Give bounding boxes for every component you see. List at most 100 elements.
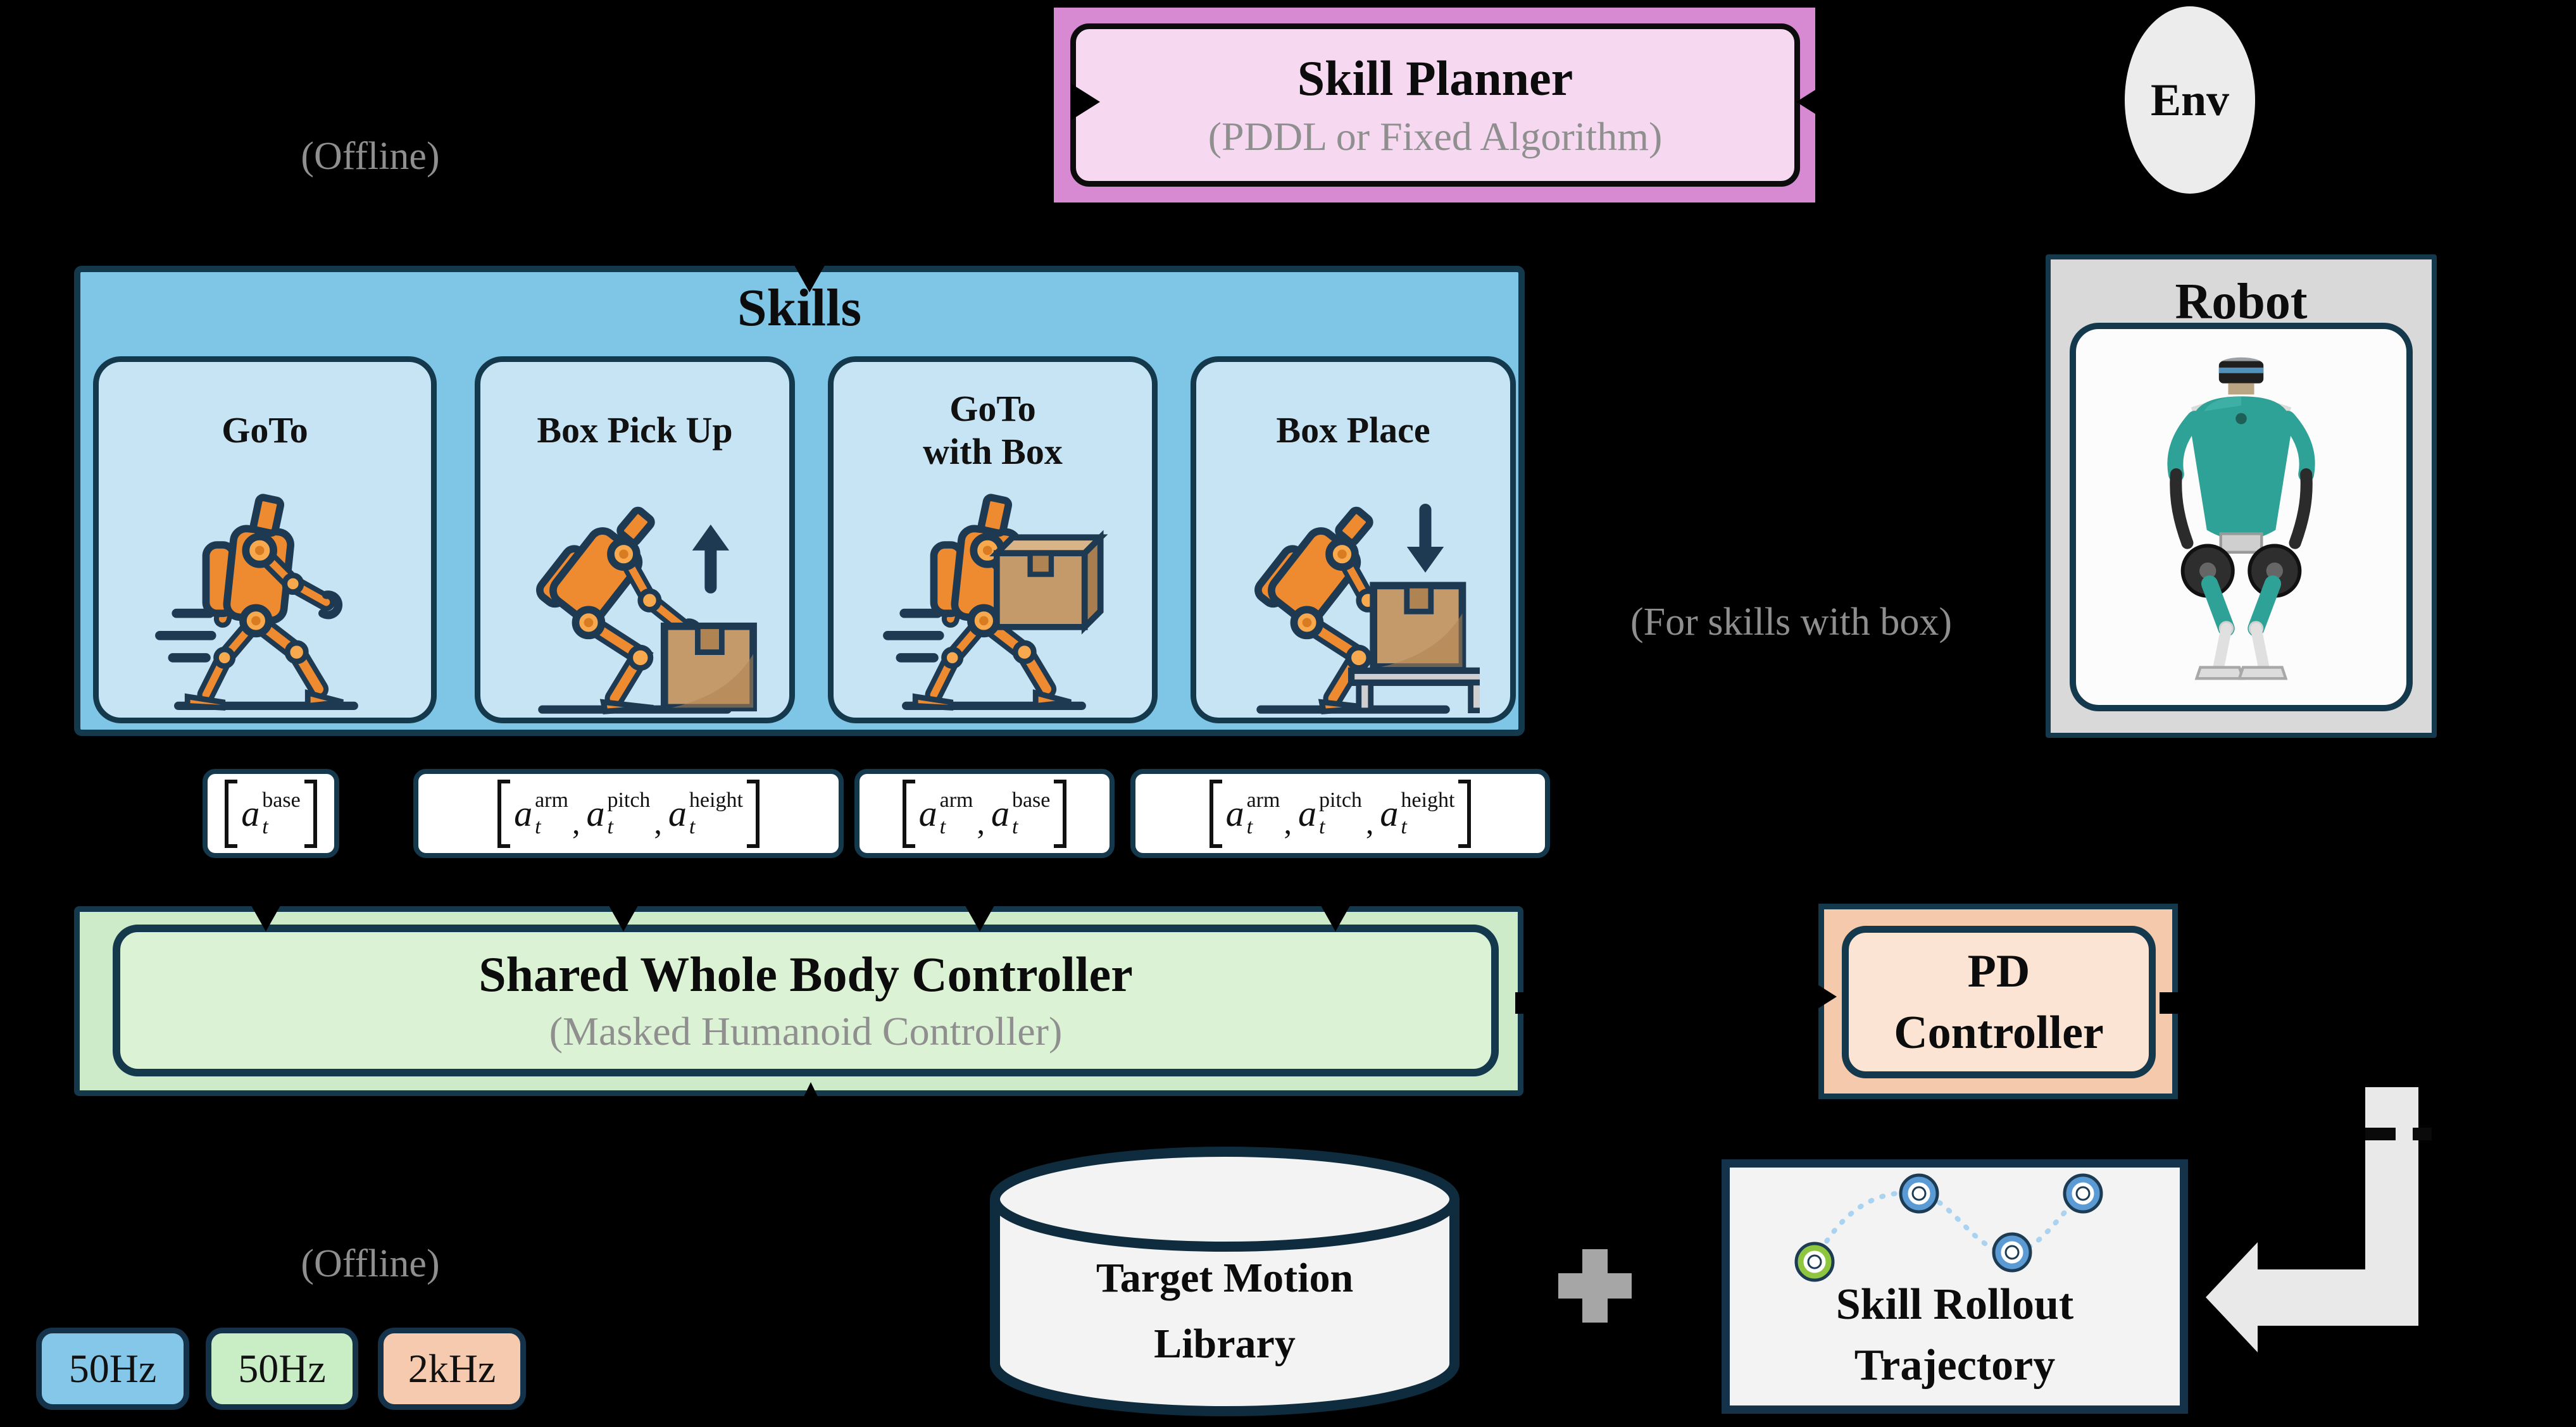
legend-chip-50hz-green: 50Hz <box>206 1328 358 1410</box>
srt-label-line1: Skill Rollout <box>1835 1280 2074 1329</box>
skill-rollout-box <box>1722 1159 2188 1414</box>
action-var: a <box>1225 792 1244 834</box>
action-var: a <box>514 792 533 834</box>
pd-title-line1: PD <box>1967 945 2030 998</box>
skill-planner-box: Skill Planner (PDDL or Fixed Algorithm) <box>1054 8 1815 203</box>
action-sub: t <box>1318 814 1325 838</box>
right-bracket <box>1458 779 1472 848</box>
comma: , <box>654 804 662 840</box>
skill-planner-subtitle: (PDDL or Fixed Algorithm) <box>1208 114 1663 159</box>
goto-robot-illustration <box>139 475 392 715</box>
skill-label: Box Place <box>1276 409 1430 451</box>
trajectory-node-green <box>1794 1242 1835 1282</box>
swbc-subtitle: (Masked Humanoid Controller) <box>549 1009 1063 1054</box>
action-var: a <box>1297 792 1316 834</box>
action-sub: t <box>689 814 696 838</box>
left-bracket <box>902 779 915 848</box>
env-node: Env <box>2125 6 2255 194</box>
robot-title: Robot <box>2175 274 2308 330</box>
dashed-line-segment <box>2365 1128 2396 1140</box>
box-place-illustration <box>1227 475 1480 715</box>
swbc-inner: Shared Whole Body Controller (Masked Hum… <box>113 925 1499 1076</box>
skill-planner-title: Skill Planner <box>1297 51 1573 106</box>
swbc-out-line-stub <box>1515 992 1529 1014</box>
swbc-in-arrowhead-1 <box>249 901 283 932</box>
right-bracket <box>746 779 760 848</box>
tml-label-line2: Library <box>1154 1321 1296 1367</box>
goto-with-box-illustration <box>866 475 1120 715</box>
action-sup: arm <box>939 788 973 812</box>
legend-label: 50Hz <box>238 1346 326 1391</box>
skill-card-goto-with-box: GoTo with Box <box>828 356 1158 723</box>
legend-chip-50hz-blue: 50Hz <box>36 1328 189 1410</box>
right-bracket <box>304 779 317 848</box>
pd-title-line2: Controller <box>1894 1006 2104 1059</box>
planner-in-arrowhead <box>1071 84 1100 120</box>
right-bracket <box>1054 779 1067 848</box>
box-pick-up-illustration <box>508 475 761 715</box>
action-var: a <box>241 792 260 834</box>
trajectory-node-blue <box>1992 1232 2032 1273</box>
comma: , <box>1365 804 1374 840</box>
trajectory-plot <box>1794 1173 2103 1282</box>
skill-card-box-place: Box Place <box>1191 356 1516 723</box>
action-var: a <box>918 792 937 834</box>
swbc-title: Shared Whole Body Controller <box>478 947 1133 1002</box>
robot-box: Robot <box>2046 254 2437 738</box>
swbc-bottom-arrowhead <box>794 1082 828 1118</box>
skill-card-pickup-title: Box Pick Up <box>480 373 789 487</box>
action-sub: t <box>1011 814 1018 838</box>
robot-inner <box>2070 323 2413 711</box>
action-sup: height <box>1401 788 1455 812</box>
action-sub: t <box>939 814 946 838</box>
action-sub: t <box>535 814 541 838</box>
action-sup: pitch <box>1318 788 1362 812</box>
pd-out-line-stub <box>2160 992 2186 1014</box>
env-label: Env <box>2150 74 2230 125</box>
for-skills-with-box-note: (For skills with box) <box>1630 601 1953 644</box>
action-sup: base <box>262 788 301 812</box>
skill-card-goto: GoTo <box>93 356 437 723</box>
skill-label-line2: with Box <box>923 431 1063 472</box>
swbc-in-arrowhead-2 <box>606 901 641 932</box>
skill-card-box-pick-up: Box Pick Up <box>475 356 795 723</box>
left-bracket <box>225 779 238 848</box>
dashed-line-segment <box>2413 1128 2432 1140</box>
plus-icon <box>1582 1249 1608 1323</box>
pd-in-arrowhead <box>1808 978 1837 1015</box>
legend-label: 2kHz <box>408 1346 496 1391</box>
skill-planner-inner: Skill Planner (PDDL or Fixed Algorithm) <box>1070 23 1800 187</box>
trajectory-node-blue <box>1899 1173 1939 1214</box>
comma: , <box>977 804 985 840</box>
left-bracket <box>497 779 511 848</box>
left-bracket <box>1209 779 1222 848</box>
trajectory-node-blue <box>2063 1173 2103 1214</box>
skill-label: GoTo <box>222 409 308 451</box>
skill-label: Box Pick Up <box>537 409 733 451</box>
pd-controller-box: PD Controller <box>1818 904 2178 1099</box>
skill-card-gotobox-title: GoTo with Box <box>834 373 1152 487</box>
skill-card-place-title: Box Place <box>1196 373 1510 487</box>
action-sup: arm <box>1246 788 1280 812</box>
action-sup: arm <box>535 788 568 812</box>
skills-top-arrowhead <box>792 262 827 292</box>
action-var: a <box>991 792 1010 834</box>
planner-out-arrowhead <box>1796 84 1825 120</box>
legend-label: 50Hz <box>68 1346 157 1391</box>
action-var: a <box>668 792 687 834</box>
action-sub: t <box>1246 814 1253 838</box>
feedback-elbow-arrow <box>2206 1087 2432 1352</box>
comma: , <box>572 804 580 840</box>
skill-label: GoTo <box>949 387 1036 429</box>
skill-card-goto-title: GoTo <box>99 373 431 487</box>
digit-robot-illustration <box>2167 357 2315 680</box>
action-sup: height <box>689 788 743 812</box>
tml-label-line1: Target Motion <box>1096 1255 1354 1301</box>
action-var: a <box>1380 792 1399 834</box>
comma: , <box>1284 804 1292 840</box>
